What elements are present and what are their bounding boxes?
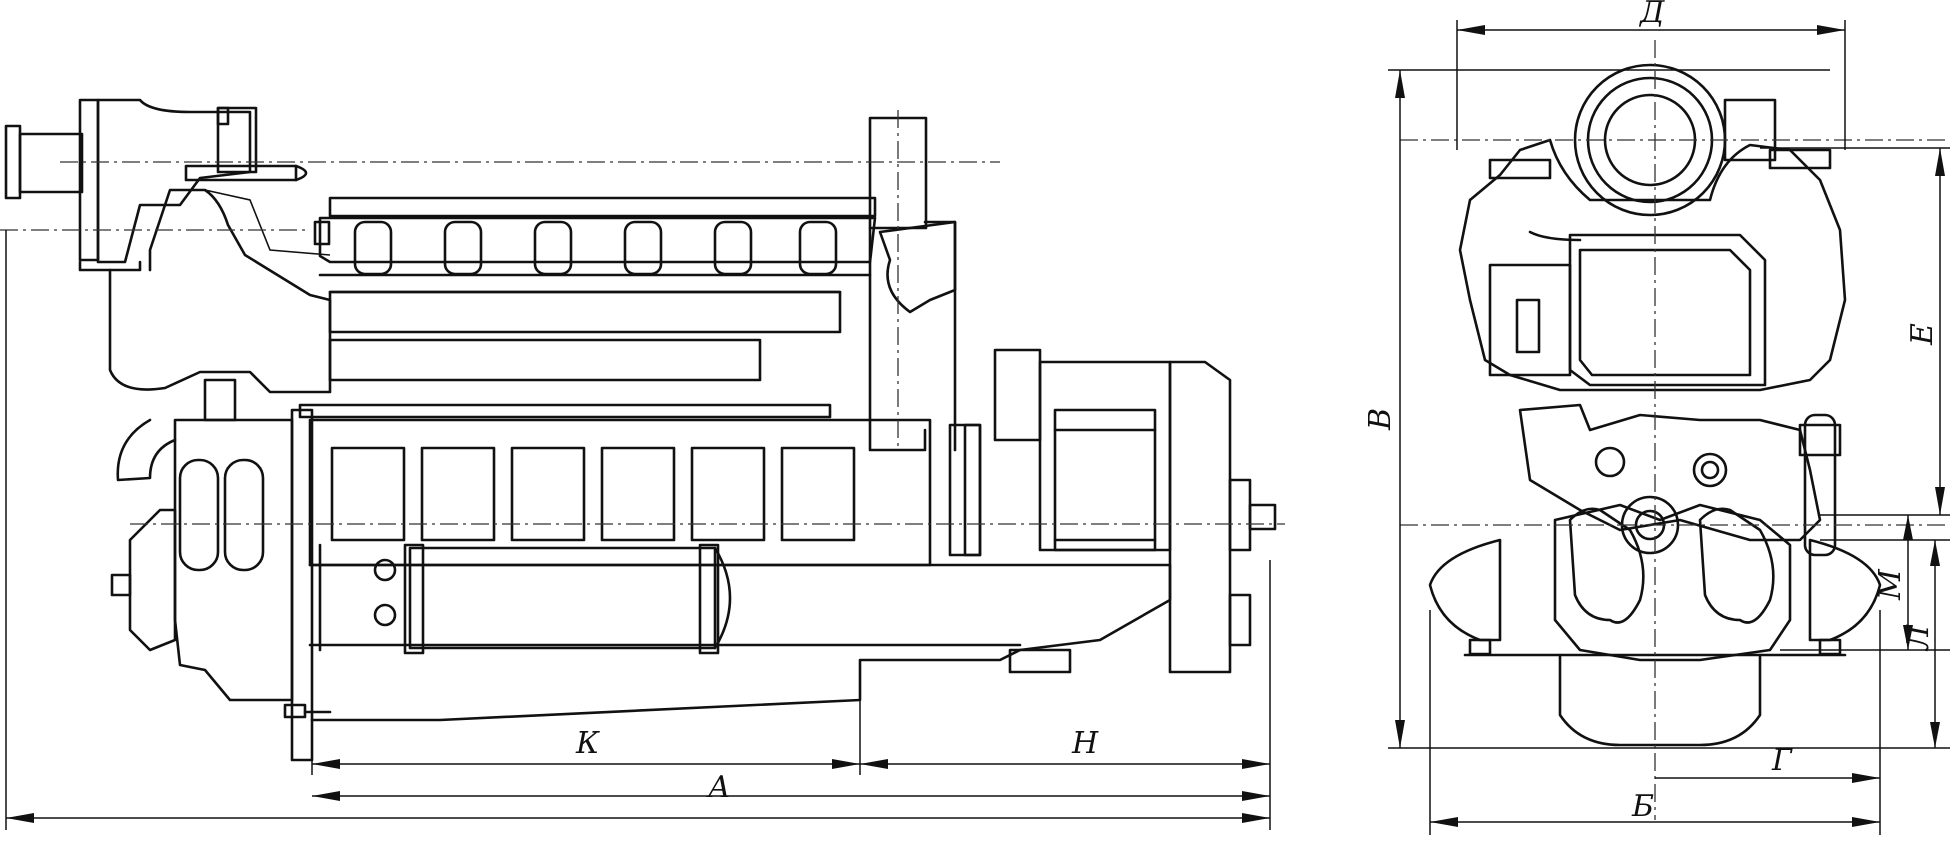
dimension-label-n: Н [1071, 726, 1099, 761]
dimension-label-b: Б [1631, 789, 1654, 824]
dimension-l: Л [1901, 540, 1940, 748]
cylinder-head [298, 196, 877, 419]
dimension-v: В [1363, 70, 1405, 748]
dimension-label-e: Е [1905, 323, 1940, 346]
dimension-label-k: К [575, 726, 600, 761]
turbocharger [78, 98, 308, 272]
end-view: Д В Е М Л [1363, 0, 1950, 835]
dimension-label-a: А [706, 770, 731, 805]
exhaust-outlet [4, 98, 100, 262]
engine-block [308, 418, 932, 567]
oil-pan [308, 563, 1172, 722]
dimension-label-l: Л [1901, 624, 1936, 652]
dimension-label-d: Д [1638, 0, 1665, 30]
dimension-k: К [312, 726, 860, 769]
charge-air-elbow [108, 188, 332, 394]
dimension-label-m: М [1873, 568, 1908, 601]
dimension-label-g: Г [1771, 743, 1793, 778]
dimension-b: Б [1430, 789, 1880, 827]
dimension-m: М [1873, 515, 1913, 650]
dimension-g: Г [1655, 743, 1880, 783]
filters [318, 543, 732, 655]
front-end [110, 378, 332, 762]
side-view: К Н А [0, 98, 1285, 830]
end-upper-housing [1458, 138, 1847, 392]
dimension-overall [6, 813, 1270, 823]
flywheel-housing [948, 348, 1277, 674]
dimension-label-v: В [1363, 408, 1398, 431]
dimension-a: А [312, 770, 1270, 805]
vertical-pipe [868, 116, 957, 452]
end-crankcase [1553, 495, 1792, 747]
end-middle [1518, 403, 1842, 557]
dimension-d: Д [1457, 0, 1845, 35]
dimension-n: Н [860, 726, 1270, 769]
dimension-e: Е [1905, 148, 1945, 515]
